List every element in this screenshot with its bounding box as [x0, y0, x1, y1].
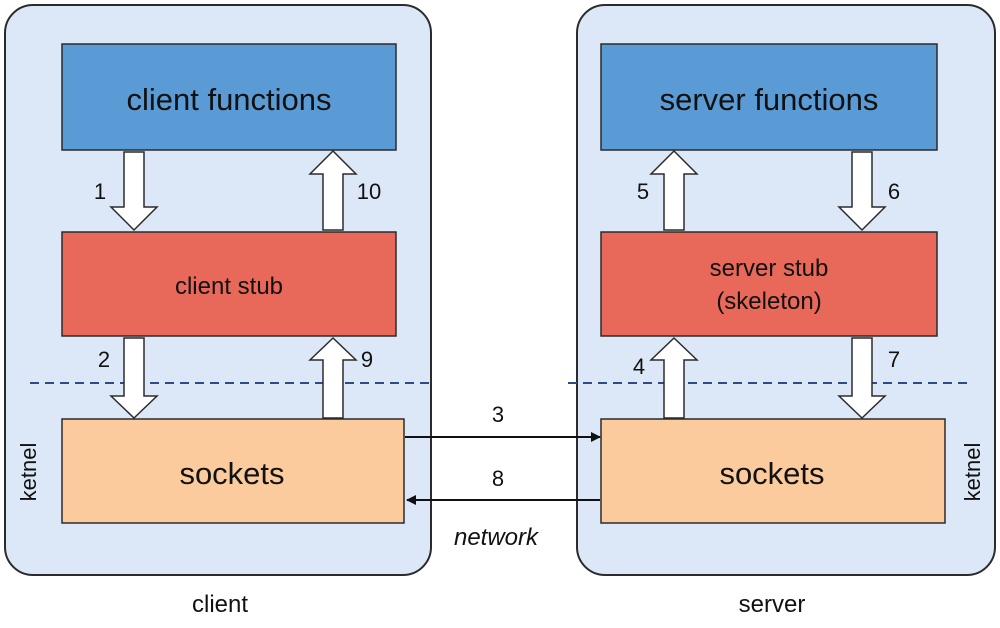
client-stub-box — [61, 231, 397, 337]
client-kernel-label: ketnel — [16, 443, 41, 502]
server-panel-label: server — [739, 591, 806, 618]
arrow-step-4 — [649, 336, 699, 419]
arrow-step-7 — [837, 337, 887, 420]
server-kernel-label: ketnel — [960, 443, 985, 502]
server-functions-box — [600, 43, 938, 151]
network-label: network — [454, 524, 540, 551]
arrow-step-5 — [649, 149, 699, 231]
arrow-step-10 — [308, 149, 358, 231]
step-label-1: 1 — [94, 179, 106, 204]
step-label-9: 9 — [361, 347, 373, 372]
server-stub-label-line2: (skeleton) — [716, 288, 821, 315]
step-label-4: 4 — [633, 354, 645, 379]
client-sockets-label: sockets — [179, 456, 284, 491]
step-label-7: 7 — [888, 347, 900, 372]
step-label-6: 6 — [888, 179, 900, 204]
client-stub-label: client stub — [175, 273, 283, 300]
arrow-step-9 — [308, 336, 358, 419]
step-label-2: 2 — [98, 347, 110, 372]
server-sockets-label: sockets — [719, 456, 824, 491]
step-label-8: 8 — [492, 466, 504, 491]
step-label-5: 5 — [637, 179, 649, 204]
arrow-step-6 — [837, 151, 887, 232]
client-sockets-box — [61, 418, 405, 524]
step-label-3: 3 — [492, 402, 504, 427]
server-stub-label-line1: server stub — [710, 255, 829, 282]
arrow-step-2 — [109, 337, 159, 420]
client-functions-label: client functions — [126, 82, 331, 117]
client-panel-label: client — [192, 591, 248, 618]
step-label-10: 10 — [357, 179, 381, 204]
server-sockets-box — [600, 418, 946, 524]
server-stub-box — [600, 231, 938, 337]
client-functions-box — [61, 43, 397, 151]
arrow-step-1 — [109, 151, 159, 232]
server-functions-label: server functions — [660, 82, 879, 117]
